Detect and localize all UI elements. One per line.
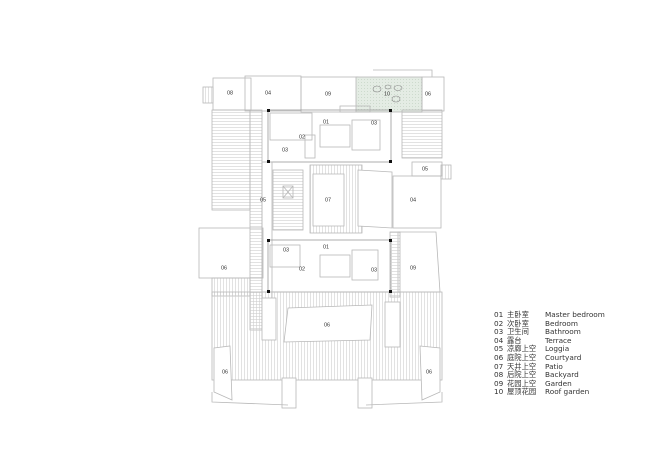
label-06-top: 06 <box>425 91 431 97</box>
label-02-upper: 02 <box>299 134 305 140</box>
label-09-top: 09 <box>325 91 331 97</box>
label-03-upper-a: 03 <box>282 147 288 153</box>
label-04-top: 04 <box>265 90 271 96</box>
label-09-right: 09 <box>410 265 416 271</box>
label-01-upper: 01 <box>323 119 329 125</box>
label-06-corner-left: 06 <box>222 369 228 375</box>
label-06-corner-right: 06 <box>426 369 432 375</box>
label-10: 10 <box>384 91 390 97</box>
label-05-right: 05 <box>422 166 428 172</box>
upper-unit <box>267 109 392 163</box>
label-03-lower-b: 03 <box>371 267 377 273</box>
label-02-lower: 02 <box>299 266 305 272</box>
label-03-upper-b: 03 <box>371 120 377 126</box>
terrace-04-top <box>244 75 302 112</box>
label-06-left: 06 <box>221 265 227 271</box>
label-06-bottom: 06 <box>324 322 330 328</box>
label-04-right: 04 <box>410 197 416 203</box>
label-03-lower-a: 03 <box>283 247 289 253</box>
label-05-left: 05 <box>260 197 266 203</box>
label-08: 08 <box>227 90 233 96</box>
label-01-lower: 01 <box>323 244 329 250</box>
label-07: 07 <box>325 197 331 203</box>
